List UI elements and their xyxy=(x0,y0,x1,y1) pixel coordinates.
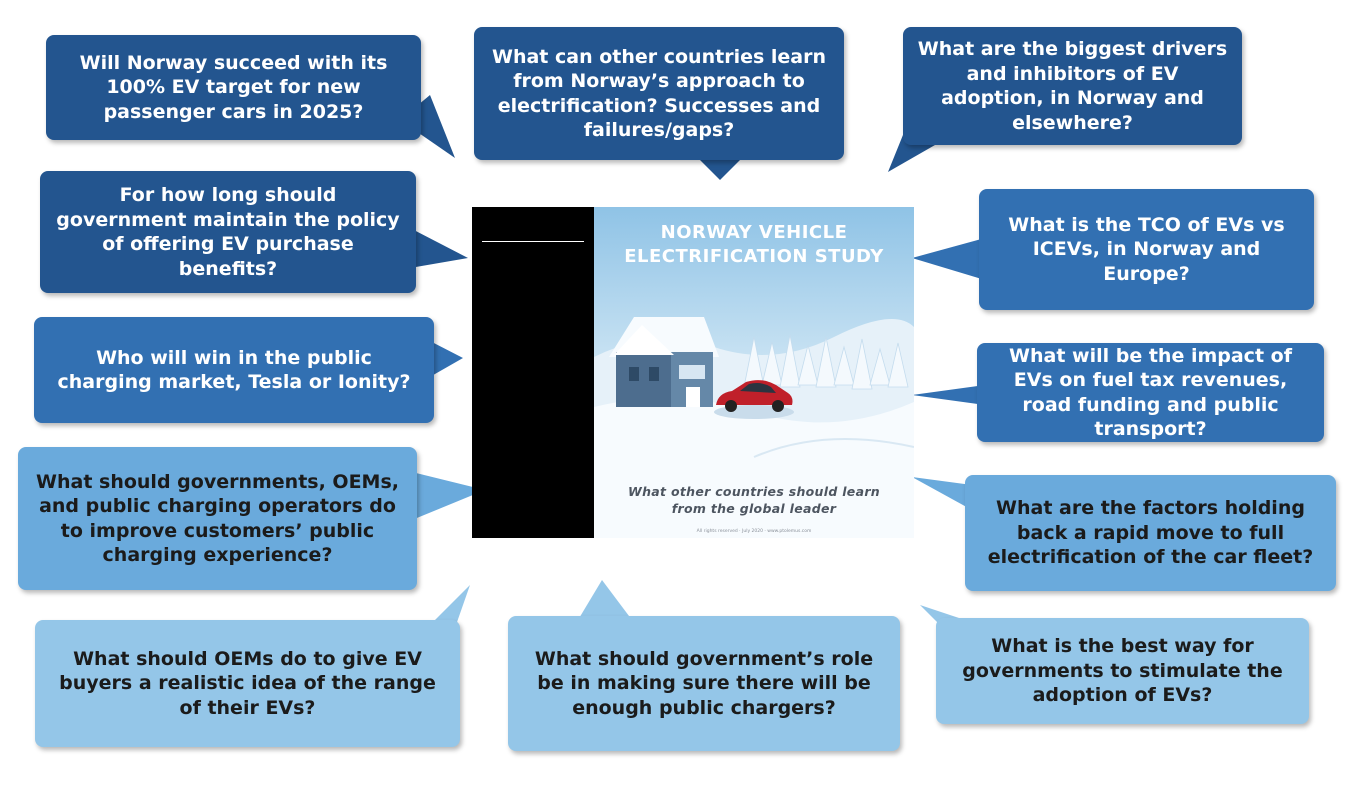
tail-q7 xyxy=(912,385,985,405)
cover-tagline: What other countries should learn from t… xyxy=(628,484,880,516)
cover-title: NORWAY VEHICLE ELECTRIFICATION STUDY xyxy=(624,222,884,267)
question-bubble-stimulate-adoption: What is the best way for governments to … xyxy=(936,618,1309,724)
question-bubble-fuel-tax-impact: What will be the impact of EVs on fuel t… xyxy=(977,343,1324,442)
question-bubble-government-chargers: What should government’s role be in maki… xyxy=(508,616,900,751)
case-study-label: A case study on how to succeed in electr… xyxy=(482,481,584,505)
tail-q5 xyxy=(912,238,985,280)
tail-q9 xyxy=(912,477,972,510)
logo-divider xyxy=(482,241,584,242)
edition-label: FULL VERSION xyxy=(502,355,564,392)
cover-sidebar xyxy=(472,207,594,538)
question-bubble-electrification-barriers: What are the factors holding back a rapi… xyxy=(965,475,1336,591)
question-bubble-tco: What is the TCO of EVs vs ICEVs, in Norw… xyxy=(979,189,1314,310)
cover-rights-footer: All rights reserved · July 2020 · www.pt… xyxy=(696,529,812,534)
tail-q6 xyxy=(428,340,463,378)
report-cover: PTOLEMUS Consulting Group FULL VERSION A… xyxy=(472,207,914,538)
question-bubble-purchase-benefits: For how long should government maintain … xyxy=(40,171,416,293)
logo-subtitle: Consulting Group xyxy=(485,245,581,257)
question-bubble-public-charging-market: Who will win in the public charging mark… xyxy=(34,317,434,423)
question-bubble-lessons: What can other countries learn from Norw… xyxy=(474,27,844,160)
tail-q8 xyxy=(412,472,485,520)
question-bubble-range-expectations: What should OEMs do to give EV buyers a … xyxy=(35,620,460,747)
question-bubble-norway-target: Will Norway succeed with its 100% EV tar… xyxy=(46,35,421,140)
question-bubble-drivers-inhibitors: What are the biggest drivers and inhibit… xyxy=(903,27,1242,145)
tail-q11 xyxy=(578,580,632,620)
question-bubble-charging-experience: What should governments, OEMs, and publi… xyxy=(18,447,417,590)
tail-q10 xyxy=(430,585,470,625)
tail-q4 xyxy=(410,228,468,268)
tail-q2 xyxy=(698,158,742,180)
cover-illustration xyxy=(594,207,914,538)
ptolemus-logo: PTOLEMUS xyxy=(477,219,589,239)
